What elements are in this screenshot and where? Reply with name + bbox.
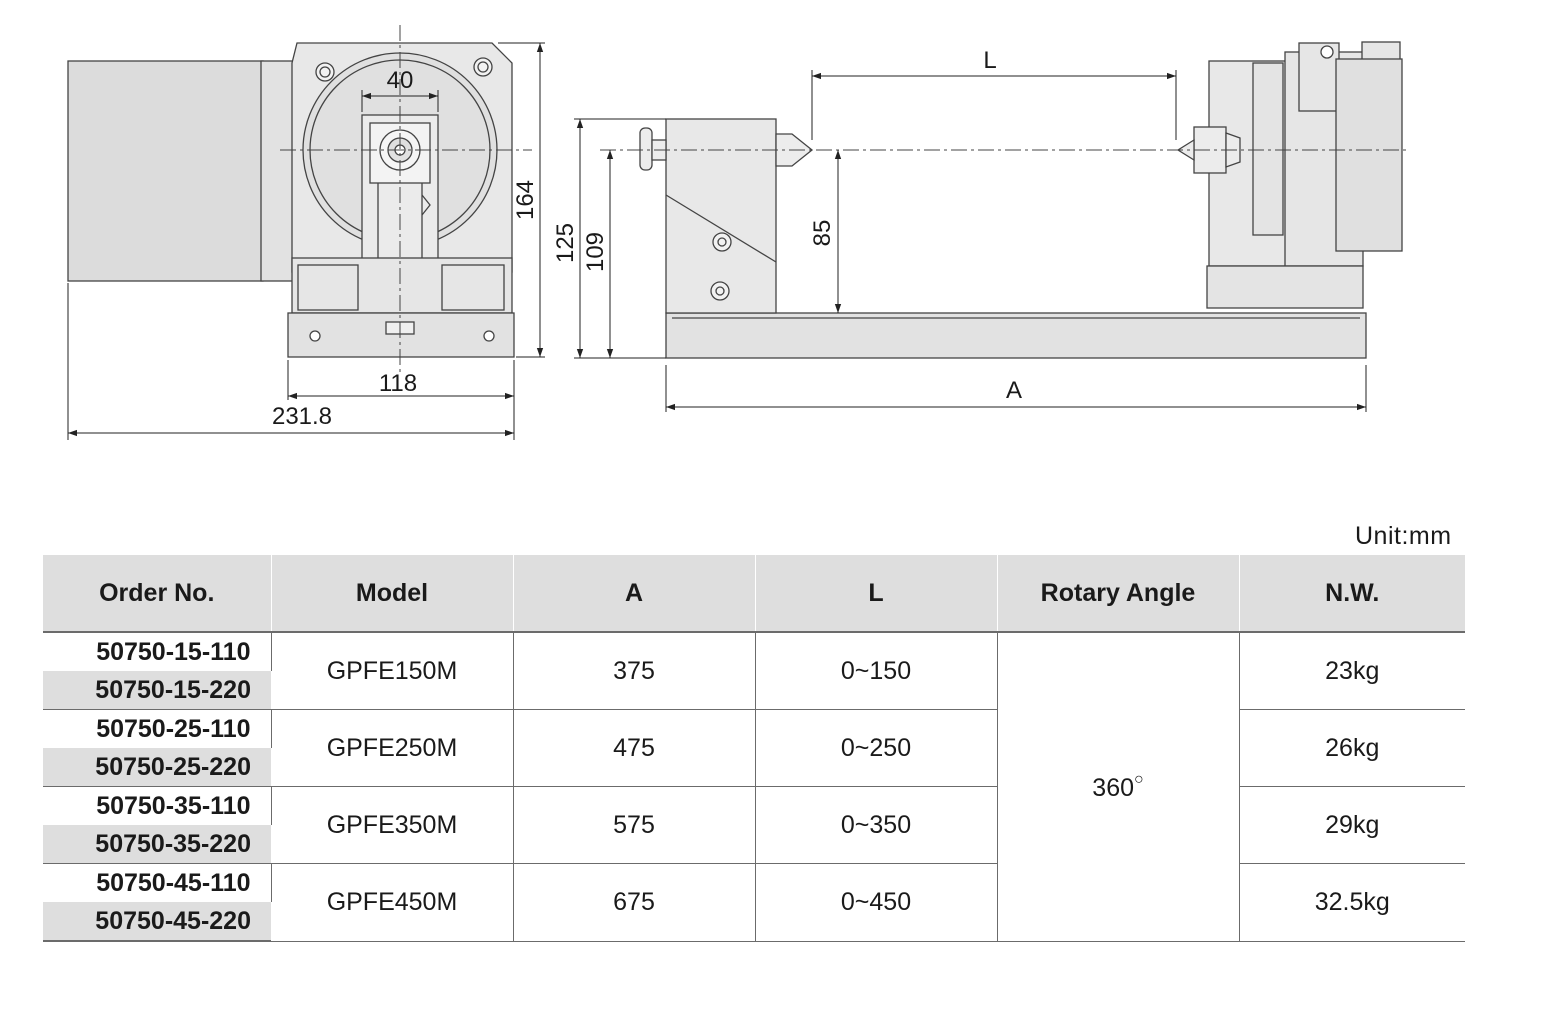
dim-85: 85 bbox=[809, 220, 836, 247]
a-cell: 675 bbox=[513, 863, 756, 942]
table-row: 50750-35-110 GPFE350M 575 0~350 29kg bbox=[43, 786, 1465, 864]
dim-164: 164 bbox=[512, 180, 539, 220]
header-l: L bbox=[755, 555, 998, 633]
tailstock-body bbox=[665, 118, 777, 314]
nw-cell: 29kg bbox=[1239, 786, 1465, 864]
model-cell: GPFE150M bbox=[271, 632, 514, 710]
a-cell: 375 bbox=[513, 632, 756, 710]
a-cell: 475 bbox=[513, 709, 756, 787]
order-no: 50750-35-110 bbox=[43, 786, 272, 825]
rotary-angle-value: 360 bbox=[1092, 773, 1135, 802]
base-plate bbox=[287, 312, 515, 358]
nw-cell: 26kg bbox=[1239, 709, 1465, 787]
unit-label: Unit:mm bbox=[1355, 522, 1452, 550]
table-header-row: Order No. Model A L Rotary Angle N.W. bbox=[43, 555, 1465, 633]
header-nw: N.W. bbox=[1239, 555, 1465, 633]
header-model: Model bbox=[271, 555, 514, 633]
motor-block bbox=[67, 60, 264, 282]
table-row: 50750-35-220 bbox=[43, 825, 1465, 864]
header-a: A bbox=[513, 555, 756, 633]
order-no: 50750-15-110 bbox=[43, 632, 272, 671]
dim-231-8: 231.8 bbox=[272, 403, 332, 430]
rotary-angle-cell: 360○ bbox=[997, 632, 1240, 942]
table-row: 50750-25-110 GPFE250M 475 0~250 26kg bbox=[43, 709, 1465, 787]
order-no: 50750-45-110 bbox=[43, 863, 272, 902]
front-view bbox=[67, 42, 515, 358]
degree-symbol: ○ bbox=[1134, 770, 1144, 788]
table-row: 50750-15-220 bbox=[43, 671, 1465, 710]
a-cell: 575 bbox=[513, 786, 756, 864]
table-row: 50750-25-220 bbox=[43, 748, 1465, 787]
model-cell: GPFE250M bbox=[271, 709, 514, 787]
dim-40: 40 bbox=[387, 67, 414, 94]
order-no: 50750-35-220 bbox=[43, 825, 271, 864]
order-no: 50750-25-220 bbox=[43, 748, 271, 787]
dim-118: 118 bbox=[379, 370, 417, 397]
model-cell: GPFE350M bbox=[271, 786, 514, 864]
header-rotary-angle: Rotary Angle bbox=[997, 555, 1240, 633]
table-row: 50750-45-220 bbox=[43, 902, 1465, 942]
mount-hole bbox=[315, 62, 335, 82]
nw-cell: 32.5kg bbox=[1239, 863, 1465, 942]
l-cell: 0~450 bbox=[755, 863, 998, 942]
l-cell: 0~250 bbox=[755, 709, 998, 787]
order-no: 50750-15-220 bbox=[43, 671, 271, 710]
dim-109: 109 bbox=[582, 232, 609, 272]
dim-125: 125 bbox=[552, 223, 579, 263]
dim-L: L bbox=[983, 47, 996, 74]
model-cell: GPFE450M bbox=[271, 863, 514, 942]
header-order-no: Order No. bbox=[43, 555, 272, 633]
side-view bbox=[639, 41, 1403, 359]
order-no: 50750-45-220 bbox=[43, 902, 271, 942]
l-cell: 0~150 bbox=[755, 632, 998, 710]
table-row: 50750-45-110 GPFE450M 675 0~450 32.5kg bbox=[43, 863, 1465, 942]
base-rail bbox=[665, 312, 1367, 359]
l-cell: 0~350 bbox=[755, 786, 998, 864]
dim-A: A bbox=[1006, 377, 1022, 404]
order-no: 50750-25-110 bbox=[43, 709, 272, 748]
motor-block-side bbox=[1335, 58, 1403, 252]
table-row: 50750-15-110 GPFE150M 375 0~150 360○ 23k… bbox=[43, 632, 1465, 942]
spec-table: Order No. Model A L Rotary Angle N.W. 50… bbox=[43, 555, 1465, 942]
nw-cell: 23kg bbox=[1239, 632, 1465, 710]
technical-drawing: 40 164 118 231.8 bbox=[67, 25, 1410, 440]
mount-hole bbox=[473, 57, 493, 77]
